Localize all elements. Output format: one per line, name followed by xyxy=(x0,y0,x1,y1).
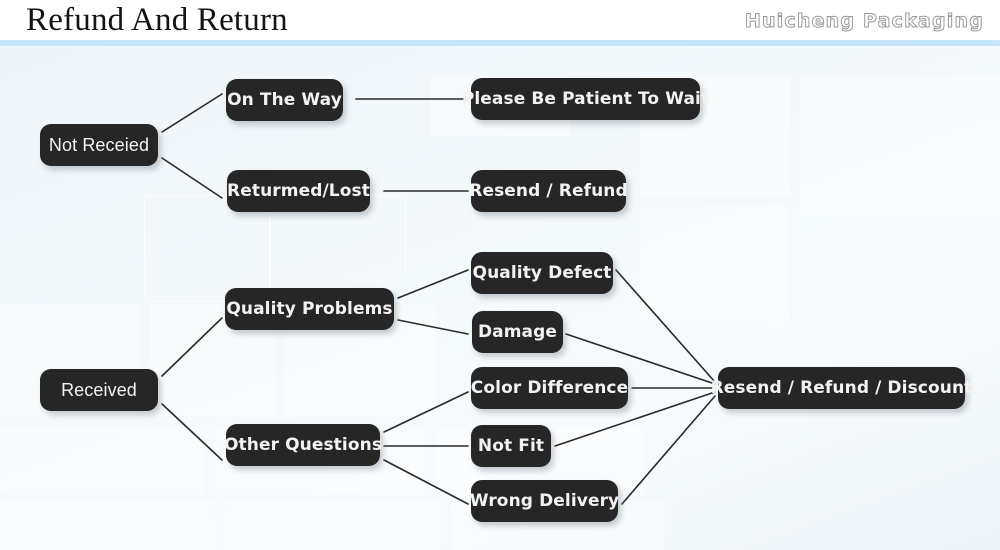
node-label: Other Questions xyxy=(223,435,383,455)
connector-other-questions-to-wrong-delivery xyxy=(383,459,469,505)
node-not-received[interactable]: Not Receied xyxy=(40,124,158,166)
connector-wrong-delivery-to-resend-refund-disc xyxy=(621,395,716,505)
connector-other-questions-to-color-difference xyxy=(383,391,469,433)
bg-tile xyxy=(0,428,205,494)
node-resend-refund-disc[interactable]: Resend / Refund / Discount xyxy=(711,367,972,409)
node-label: On The Way xyxy=(227,90,342,110)
connector-quality-defect-to-resend-refund-disc xyxy=(615,269,716,383)
connector-received-to-other-questions xyxy=(161,403,223,461)
page-title: Refund And Return xyxy=(26,2,288,38)
node-label: Returmed/Lost xyxy=(227,181,370,201)
node-other-questions[interactable]: Other Questions xyxy=(223,424,383,466)
node-damage[interactable]: Damage xyxy=(472,311,563,353)
connector-quality-problems-to-damage xyxy=(397,319,469,335)
node-label: Color Difference xyxy=(470,378,629,398)
node-label: Please Be Patient To Wait xyxy=(461,89,710,109)
node-on-the-way[interactable]: On The Way xyxy=(226,79,343,121)
connector-received-to-quality-problems xyxy=(161,317,223,377)
node-wrong-delivery[interactable]: Wrong Delivery xyxy=(469,480,620,522)
node-color-difference[interactable]: Color Difference xyxy=(471,367,628,409)
bg-tile xyxy=(800,76,1000,216)
node-not-fit[interactable]: Not Fit xyxy=(471,425,551,467)
connector-quality-problems-to-quality-defect xyxy=(397,269,469,299)
node-label: Damage xyxy=(477,322,558,342)
connector-not-fit-to-resend-refund-disc xyxy=(554,391,716,447)
node-returned-lost[interactable]: Returmed/Lost xyxy=(227,170,370,212)
node-label: Resend / Refund / Discount xyxy=(710,378,973,398)
node-label: Quality Problems xyxy=(226,299,393,319)
bg-tile xyxy=(640,206,790,326)
node-please-wait[interactable]: Please Be Patient To Wait xyxy=(462,78,709,120)
slide-header: Refund And Return Huicheng Packaging xyxy=(0,0,1000,46)
connector-damage-to-resend-refund-disc xyxy=(565,333,716,385)
connector-layer xyxy=(161,93,716,505)
brand-name: Huicheng Packaging xyxy=(744,10,984,33)
node-label: Received xyxy=(61,379,137,400)
header-divider xyxy=(0,40,1000,46)
node-label: Quality Defect xyxy=(472,263,612,283)
node-label: Resend / Refund xyxy=(469,181,628,201)
node-received[interactable]: Received xyxy=(40,369,158,411)
node-resend-refund[interactable]: Resend / Refund xyxy=(469,170,628,212)
connector-not-received-to-on-the-way xyxy=(161,93,223,133)
node-label: Not Receied xyxy=(48,134,150,155)
bg-tile xyxy=(225,501,440,550)
node-label: Not Fit xyxy=(477,436,545,456)
bg-tile xyxy=(0,501,215,550)
connector-not-received-to-returned-lost xyxy=(161,157,223,199)
node-quality-defect[interactable]: Quality Defect xyxy=(471,252,613,294)
node-label: Wrong Delivery xyxy=(469,491,620,511)
node-quality-problems[interactable]: Quality Problems xyxy=(225,288,394,330)
